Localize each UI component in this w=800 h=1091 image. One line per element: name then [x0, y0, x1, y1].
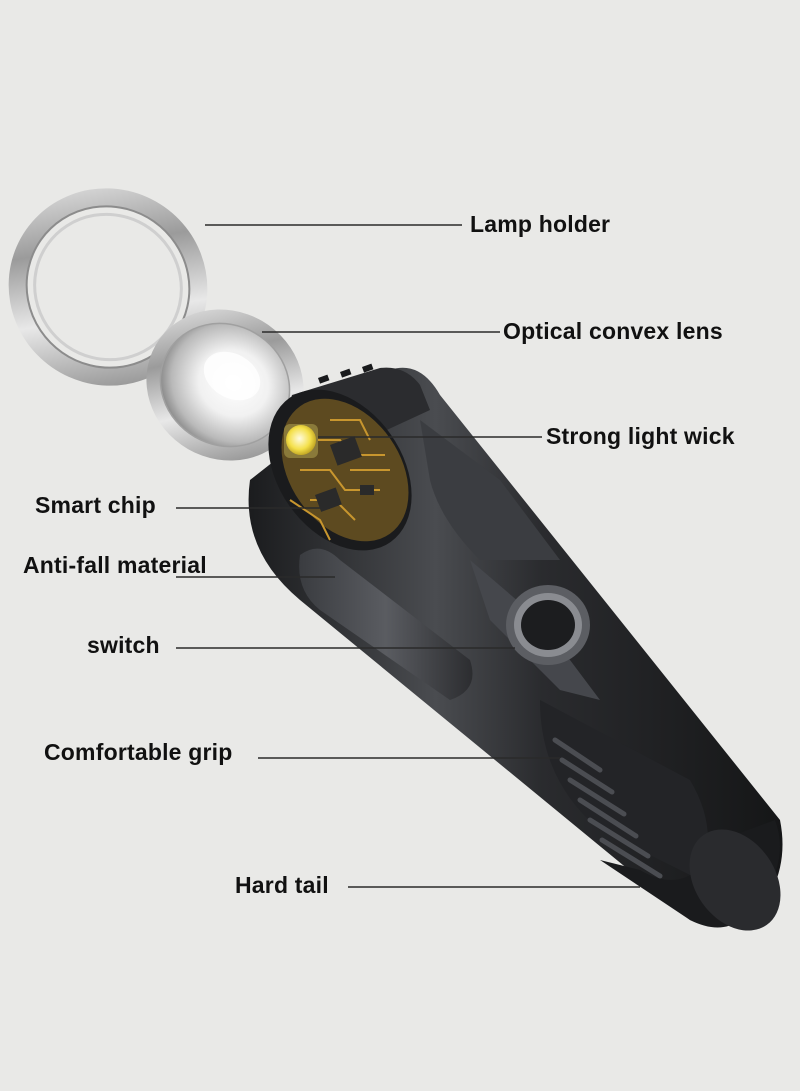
led-chip-icon	[284, 424, 318, 458]
flashlight-body	[248, 363, 783, 931]
switch-button-icon	[506, 585, 590, 665]
optical-lens	[146, 309, 304, 461]
label-anti-fall: Anti-fall material	[23, 552, 207, 578]
label-smart-chip: Smart chip	[35, 492, 156, 518]
leader-lines	[176, 224, 640, 888]
label-light-wick: Strong light wick	[546, 423, 735, 449]
label-lamp-holder: Lamp holder	[470, 211, 611, 237]
grip-ridges	[552, 737, 663, 879]
label-grip: Comfortable grip	[44, 739, 233, 765]
label-switch: switch	[87, 632, 160, 658]
label-hard-tail: Hard tail	[235, 872, 329, 898]
label-optical-lens: Optical convex lens	[503, 318, 723, 344]
